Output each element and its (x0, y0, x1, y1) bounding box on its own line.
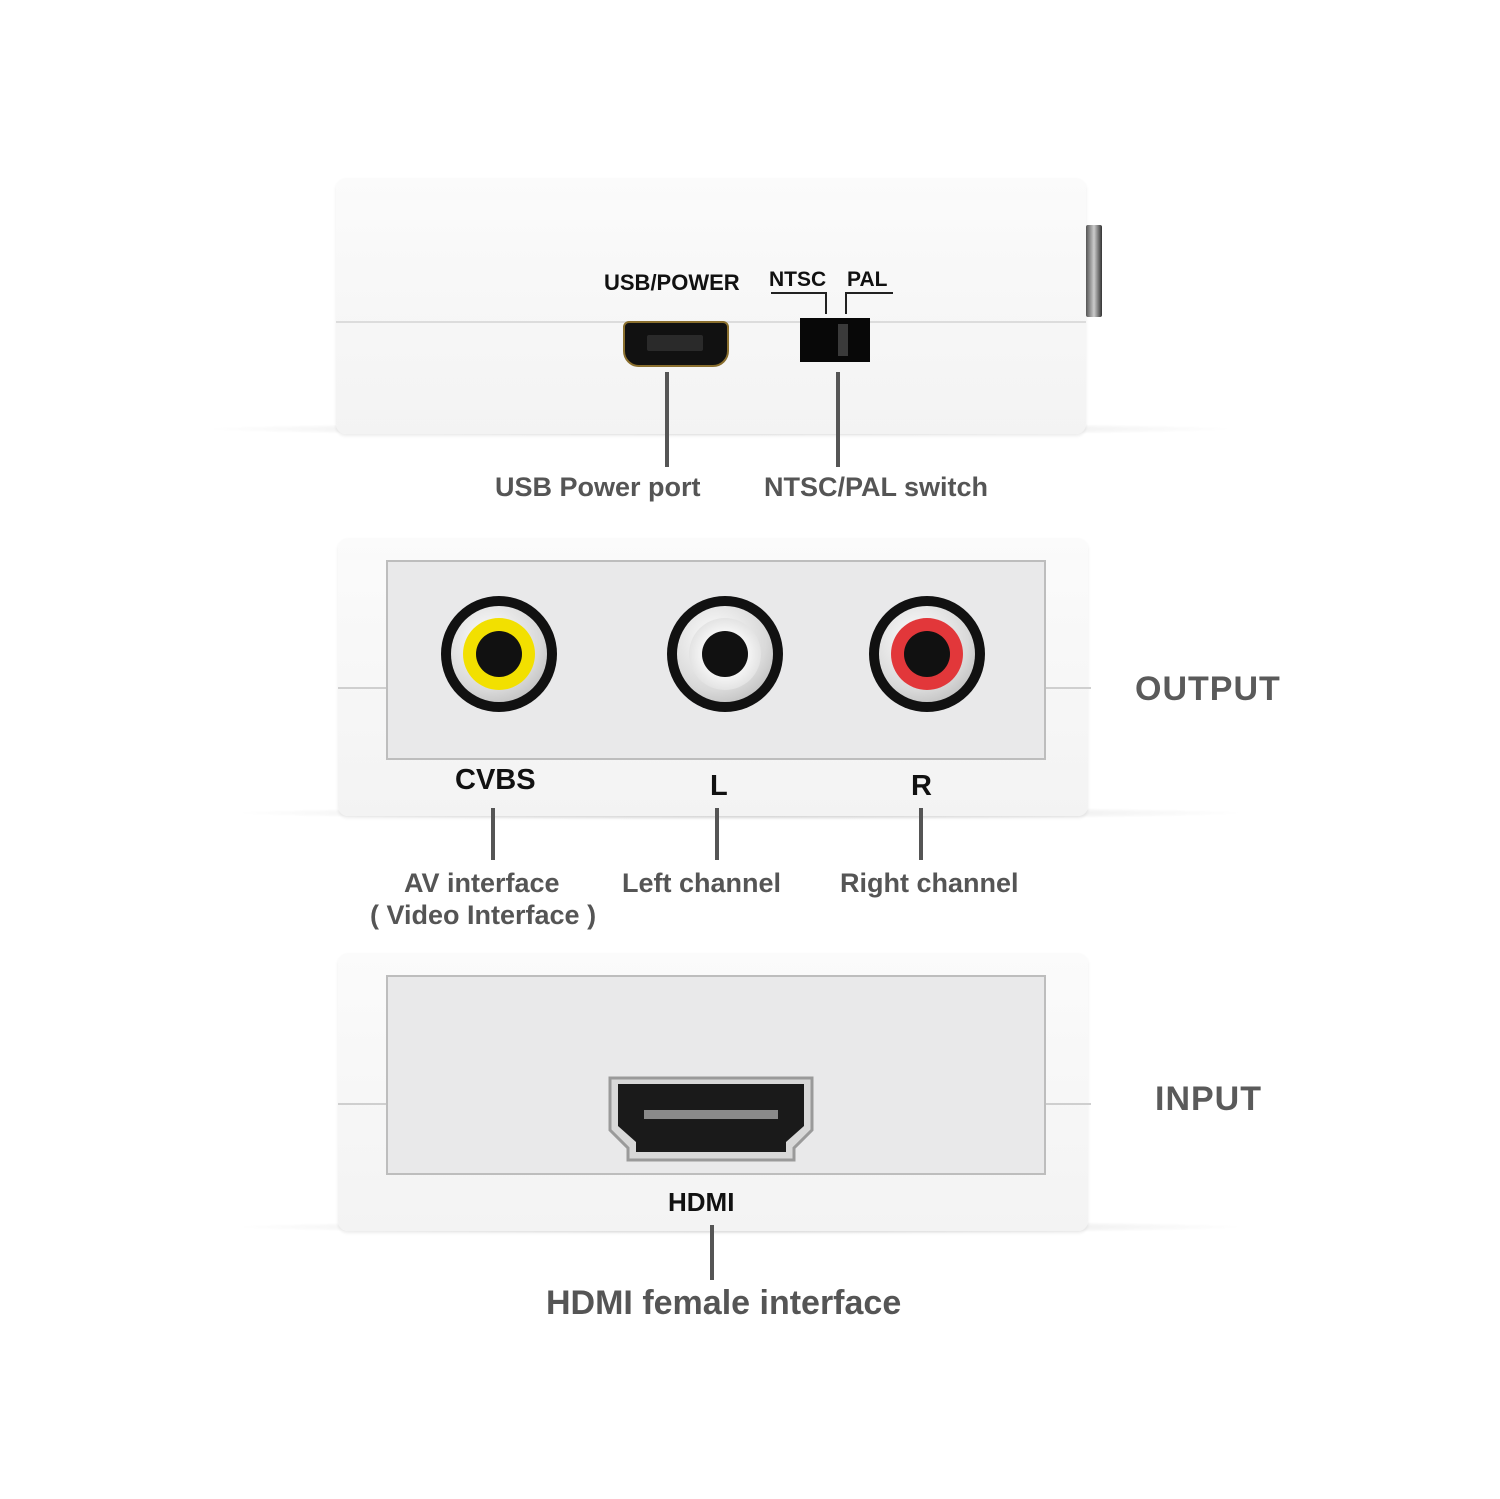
ntsc-bracket (771, 292, 827, 314)
left-channel-callout: Left channel (622, 868, 782, 898)
cvbs-callout-line (491, 808, 495, 860)
hdmi-label: HDMI (668, 1187, 735, 1217)
l-label: L (710, 770, 728, 802)
pal-bracket (845, 292, 893, 314)
av-interface-callout: AV interface (404, 868, 560, 898)
cvbs-yellow-jack (441, 596, 557, 712)
usb-power-label: USB/POWER (604, 270, 740, 295)
r-callout-line (919, 808, 923, 860)
hdmi-callout-line (710, 1225, 714, 1280)
r-label: R (911, 770, 932, 802)
input-left-seam (338, 1103, 386, 1105)
hdmi-port-icon (608, 1076, 814, 1162)
ntsc-label: NTSC (769, 268, 827, 291)
l-callout-line (715, 808, 719, 860)
top-device-body (336, 178, 1086, 434)
switch-callout-line (836, 372, 840, 467)
ntsc-pal-switch-callout: NTSC/PAL switch (764, 472, 989, 502)
side-connector (1086, 225, 1102, 317)
left-white-jack (667, 596, 783, 712)
hdmi-female-interface-callout: HDMI female interface (546, 1284, 902, 1322)
mini-usb-port-icon (623, 321, 729, 367)
output-right-seam (1043, 687, 1091, 689)
output-left-seam (338, 687, 386, 689)
ntsc-pal-switch[interactable] (800, 318, 870, 362)
pal-label: PAL (847, 268, 888, 291)
input-right-seam (1043, 1103, 1091, 1105)
usb-power-port-callout: USB Power port (495, 472, 701, 502)
switch-knob (838, 324, 848, 356)
right-red-jack (869, 596, 985, 712)
output-title: OUTPUT (1135, 670, 1281, 708)
usb-callout-line (665, 372, 669, 467)
video-interface-callout: ( Video Interface ) (370, 900, 597, 930)
input-title: INPUT (1155, 1080, 1262, 1118)
cvbs-label: CVBS (455, 764, 536, 796)
right-channel-callout: Right channel (840, 868, 1019, 898)
